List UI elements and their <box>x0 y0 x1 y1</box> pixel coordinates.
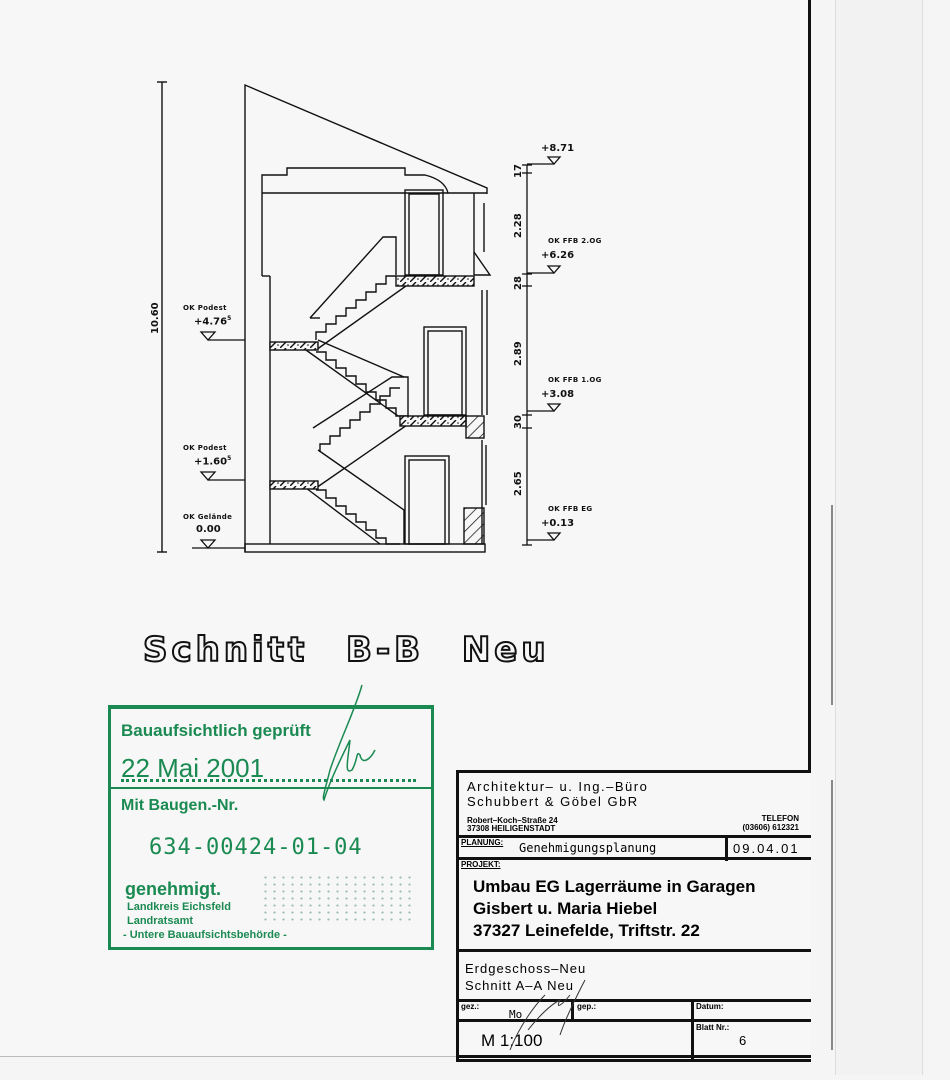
section-drawing <box>157 81 562 553</box>
stamp-authority: Landratsamt <box>127 915 194 927</box>
stamp-authority: Landkreis Eichsfeld <box>127 901 231 913</box>
stamp-divider <box>111 787 431 789</box>
level-value: +4.765 <box>194 315 231 327</box>
plan-title: Erdgeschoss–Neu <box>465 961 587 976</box>
stamp-date: 22 Mai 2001 <box>121 753 265 783</box>
level-value: +1.605 <box>194 455 231 467</box>
level-value: 0.00 <box>196 524 221 535</box>
level-value-text: +4.76 <box>194 316 228 328</box>
level-label: OK Podest <box>183 304 227 312</box>
title-block: Architektur– u. Ing.–Büro Schubbert & Gö… <box>456 770 811 1062</box>
dim-text: 17 <box>513 164 524 178</box>
stamp-dotted-line <box>121 779 416 782</box>
level-label: OK Gelände <box>183 513 233 521</box>
datum-label: Datum: <box>696 1002 724 1011</box>
blatt-value: 6 <box>739 1033 747 1048</box>
gep-label: gep.: <box>577 1002 597 1011</box>
back-sheet <box>835 0 923 1075</box>
projekt-line: Umbau EG Lagerräume in Garagen <box>473 877 756 896</box>
dim-text: 30 <box>513 415 524 429</box>
projekt-line: 37327 Leinefelde, Triftstr. 22 <box>473 921 700 940</box>
drawing-scale: M 1:100 <box>481 1031 543 1050</box>
signature-icon <box>322 684 376 802</box>
planung-label: PLANUNG: <box>461 838 504 847</box>
level-label: OK FFB 1.OG <box>548 376 602 384</box>
level-value: +0.13 <box>541 518 575 529</box>
level-value: +8.71 <box>541 143 575 154</box>
office-city: 37308 HEILIGENSTADT <box>467 824 556 833</box>
planung-value: Genehmigungsplanung <box>519 841 657 855</box>
blatt-label: Blatt Nr.: <box>696 1023 730 1032</box>
sheet-edge <box>831 505 833 705</box>
level-label: OK FFB EG <box>548 505 593 513</box>
stamp-seal-smudge <box>261 874 411 924</box>
level-sup: 5 <box>227 315 232 322</box>
dim-text: 2.65 <box>513 471 524 496</box>
level-label: OK Podest <box>183 444 227 452</box>
section-title: Schnitt B-B Neu <box>142 629 550 671</box>
stamp-permit-label: Mit Baugen.-Nr. <box>121 797 239 814</box>
telefon-number: (03606) 612321 <box>742 823 800 832</box>
stamp-heading: Bauaufsichtlich geprüft <box>121 721 311 740</box>
sheet-edge <box>831 780 833 1050</box>
level-value-text: +1.60 <box>194 456 228 468</box>
dim-text: 2.89 <box>513 341 524 366</box>
telefon-label: TELEFON <box>761 814 799 823</box>
stamp-permit-number: 634-00424-01-04 <box>149 835 363 860</box>
dim-text: 28 <box>513 276 524 290</box>
approval-stamp: Bauaufsichtlich geprüft 22 Mai 2001 Mit … <box>108 705 434 950</box>
level-label: OK FFB 2.OG <box>548 237 602 245</box>
level-sup: 5 <box>227 455 232 462</box>
projekt-line: Gisbert u. Maria Hiebel <box>473 899 658 918</box>
level-value: +6.26 <box>541 250 575 261</box>
office-company: Schubbert & Göbel GbR <box>467 794 639 809</box>
overall-height-dim: 10.60 <box>150 302 161 334</box>
dim-text: 2.28 <box>513 213 524 238</box>
office-street: Robert–Koch–Straße 24 <box>467 816 558 825</box>
planung-date: 09.04.01 <box>733 841 800 856</box>
stamp-status: genehmigt. <box>125 879 222 899</box>
signature-icon <box>509 979 586 1051</box>
gez-value: Mo <box>509 1008 523 1021</box>
office-name: Architektur– u. Ing.–Büro <box>467 779 649 794</box>
projekt-label: PROJEKT: <box>461 860 501 869</box>
plan-title: Schnitt A–A Neu <box>465 978 574 993</box>
gez-label: gez.: <box>461 1002 480 1011</box>
level-value: +3.08 <box>541 389 575 400</box>
stamp-authority: - Untere Bauaufsichtsbehörde - <box>123 929 287 941</box>
